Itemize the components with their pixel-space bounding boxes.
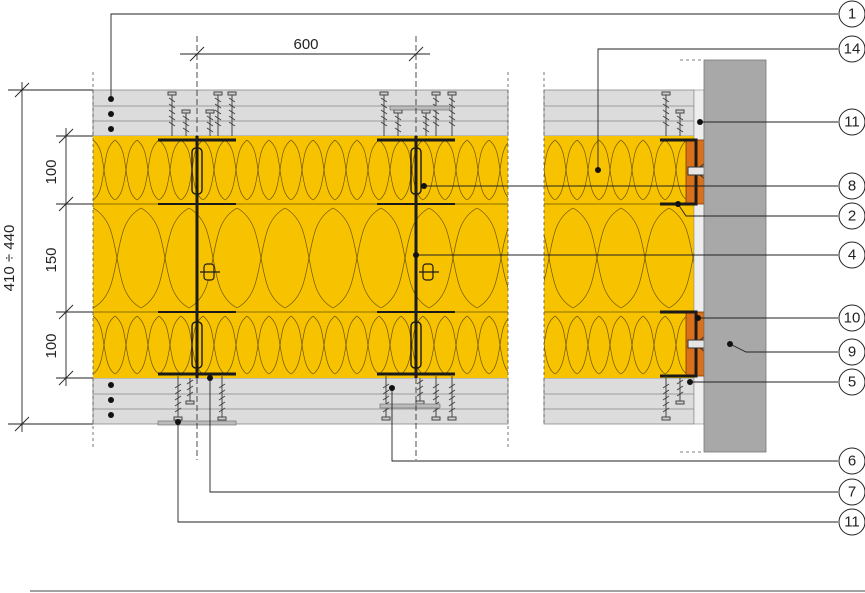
dimension-top-layer-label: 100 — [43, 159, 60, 184]
svg-text:14: 14 — [844, 41, 861, 58]
joint-strip-inner — [379, 403, 441, 409]
dimension-bottom-layer-label: 100 — [43, 333, 60, 358]
callout-14: 14 — [838, 35, 865, 63]
svg-text:1: 1 — [848, 6, 856, 23]
joint-strip-top — [389, 105, 451, 111]
callout-9: 9 — [838, 338, 865, 366]
svg-text:11: 11 — [844, 114, 860, 131]
dimension-middle-layer-label: 150 — [43, 247, 60, 272]
dimension-total — [8, 82, 93, 432]
dimension-spacing — [180, 36, 430, 460]
svg-text:11: 11 — [844, 514, 860, 531]
left-wall-panel — [92, 72, 509, 448]
callout-6: 6 — [838, 447, 865, 475]
bottom-board-stack — [92, 377, 509, 425]
callout-10: 10 — [838, 304, 865, 332]
callout-5: 5 — [838, 368, 865, 396]
concrete-wall — [703, 59, 767, 453]
svg-text:2: 2 — [848, 208, 856, 225]
callout-11-bottom: 11 — [838, 508, 865, 536]
callout-4: 4 — [838, 241, 865, 269]
dimension-layers — [56, 128, 93, 386]
callout-8: 8 — [838, 172, 865, 200]
leader-lines — [110, 13, 838, 523]
dimension-total-label: 410 ÷ 440 — [1, 225, 18, 292]
svg-text:5: 5 — [848, 374, 856, 391]
leader-dots — [108, 96, 733, 425]
svg-text:10: 10 — [844, 310, 861, 327]
callout-2: 2 — [838, 202, 865, 230]
callout-7: 7 — [838, 478, 865, 506]
top-board-stack — [92, 89, 509, 137]
callout-1: 1 — [838, 0, 865, 28]
svg-text:4: 4 — [848, 247, 856, 264]
svg-text:8: 8 — [848, 178, 856, 195]
right-wall-panel — [543, 72, 731, 425]
callout-11-top: 11 — [838, 108, 865, 136]
dimension-spacing-label: 600 — [293, 36, 318, 53]
svg-text:9: 9 — [848, 344, 856, 361]
svg-text:6: 6 — [848, 453, 856, 470]
screws-left — [167, 91, 457, 421]
svg-text:7: 7 — [848, 484, 856, 501]
